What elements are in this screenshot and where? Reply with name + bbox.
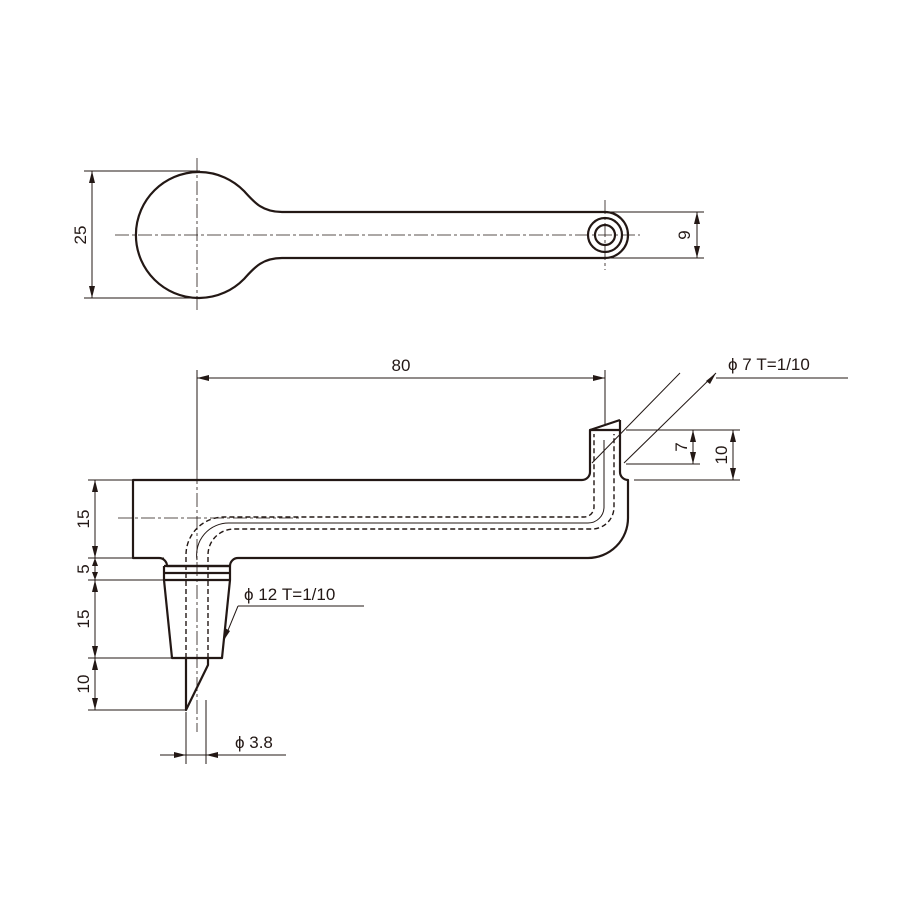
front-view-bore-centerline-curve xyxy=(196,440,605,561)
dim-phi12-label: ϕ 12 T=1/10 xyxy=(244,585,335,604)
dim-15a-arrow-bottom xyxy=(92,546,98,558)
dim-10-label: 10 xyxy=(712,446,731,465)
front-view-taper-outline xyxy=(162,566,232,660)
dim-80-arrow-left xyxy=(197,375,209,381)
top-view: 25 9 xyxy=(71,158,704,312)
dim-phi7-arrow xyxy=(706,373,716,384)
front-view-tip-outline xyxy=(184,658,210,712)
front-view-arm-outline xyxy=(131,428,630,568)
dim-10-arrow-top xyxy=(730,430,736,442)
dim-7-arrow-bottom xyxy=(690,452,696,464)
dim-15b-arrow-bottom xyxy=(92,646,98,658)
dim-10b-arrow-bottom xyxy=(92,698,98,710)
dim-7-label: 7 xyxy=(672,442,691,451)
dim-phi38-arrow-left xyxy=(174,752,186,758)
dim-phi38-label: ϕ 3.8 xyxy=(235,733,273,752)
dim-9-arrow-bottom xyxy=(694,246,700,258)
dim-7-arrow-top xyxy=(690,430,696,442)
dim-phi38-arrow-right xyxy=(206,752,218,758)
dim-9-label: 9 xyxy=(675,230,694,239)
dim-phi12-arrow xyxy=(224,628,230,640)
front-view-bore-hidden-outer xyxy=(185,434,595,658)
dim-25-arrow-bottom xyxy=(89,286,95,298)
front-view: 80 ϕ 7 T=1/10 7 10 15 5 15 xyxy=(74,355,848,764)
dim-10b-arrow-top xyxy=(92,658,98,670)
dim-15a-label: 15 xyxy=(74,510,93,529)
top-view-end-boss-outer xyxy=(586,216,624,254)
dim-5-arrow-bottom xyxy=(92,572,98,580)
top-view-end-boss-inner xyxy=(593,223,617,247)
dim-80-label: 80 xyxy=(392,356,411,375)
dim-15a-arrow-top xyxy=(92,480,98,492)
dim-phi7-label: ϕ 7 T=1/10 xyxy=(728,355,810,374)
dim-5-label: 5 xyxy=(74,564,93,573)
dim-10b-label: 10 xyxy=(74,675,93,694)
top-view-body-outline xyxy=(134,170,630,300)
dim-25-label: 25 xyxy=(71,226,90,245)
dim-5-arrow-top xyxy=(92,558,98,566)
dim-15b-arrow-top xyxy=(92,580,98,592)
dim-phi7-leader-1 xyxy=(591,372,681,464)
dim-9-arrow-top xyxy=(694,212,700,224)
dim-15b-label: 15 xyxy=(74,610,93,629)
dim-80-arrow-right xyxy=(593,375,605,381)
dim-25-arrow-top xyxy=(89,171,95,183)
dim-phi7-leader-2 xyxy=(623,372,717,464)
dim-10-arrow-bottom xyxy=(730,468,736,480)
front-view-bore-hidden-inner xyxy=(207,434,615,658)
